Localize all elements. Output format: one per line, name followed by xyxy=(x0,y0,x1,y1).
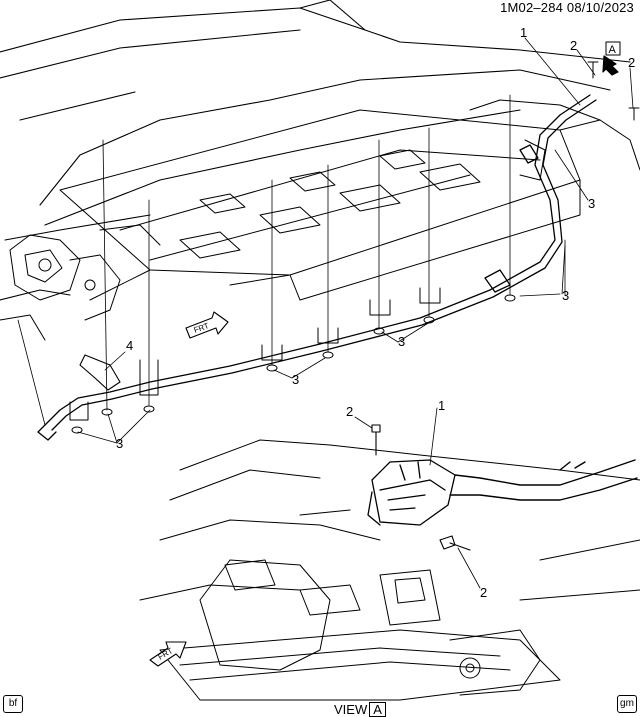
corner-tag-right: gm xyxy=(617,695,637,713)
callout-3-right-lower: 3 xyxy=(562,288,569,303)
view-marker-arrow xyxy=(602,55,619,76)
front-arrow-bottom xyxy=(149,641,187,667)
vehicle-body-outline xyxy=(0,0,631,301)
callout-2-top-b: 2 xyxy=(628,55,635,70)
diagram-header: 1M02–284 08/10/2023 xyxy=(500,0,634,15)
callout-3-middle: 3 xyxy=(398,334,405,349)
callout-labels: 1 2 2 3 3 3 3 3 4 2 1 2 xyxy=(116,25,635,600)
view-marker-box xyxy=(605,41,621,56)
view-a-bolts xyxy=(371,424,471,551)
callout-pointers-view-a xyxy=(354,407,481,589)
diagram-id: 1M02–284 xyxy=(500,0,564,15)
callout-4: 4 xyxy=(126,338,133,353)
leader-lines xyxy=(17,94,566,426)
hv-cable-assembly xyxy=(37,94,597,441)
view-marker-letter: A xyxy=(609,44,617,56)
front-arrow-top xyxy=(185,311,229,339)
callout-1-top: 1 xyxy=(520,25,527,40)
hv-junction-block xyxy=(367,459,456,526)
view-caption-prefix: VIEW xyxy=(334,702,368,717)
corner-tag-left: bf xyxy=(3,695,23,713)
view-a-chassis xyxy=(139,439,640,701)
callout-3-lower: 3 xyxy=(292,372,299,387)
front-subframe xyxy=(0,224,161,341)
floor-panel xyxy=(59,99,640,301)
callout-2-view-top: 2 xyxy=(346,404,353,419)
view-a-hv-cable xyxy=(449,459,638,501)
cable-bracket xyxy=(79,354,121,391)
view-caption-letter: A xyxy=(369,702,386,717)
top-bolts xyxy=(587,61,640,121)
diagram-date: 08/10/2023 xyxy=(566,0,634,15)
cable-clips xyxy=(69,139,546,434)
callout-pointers-top xyxy=(77,37,634,444)
callout-2-top-a: 2 xyxy=(570,38,577,53)
callout-3-right-upper: 3 xyxy=(588,196,595,211)
callout-3-left: 3 xyxy=(116,436,123,451)
callout-2-view-bottom: 2 xyxy=(480,585,487,600)
callout-1-view: 1 xyxy=(438,398,445,413)
